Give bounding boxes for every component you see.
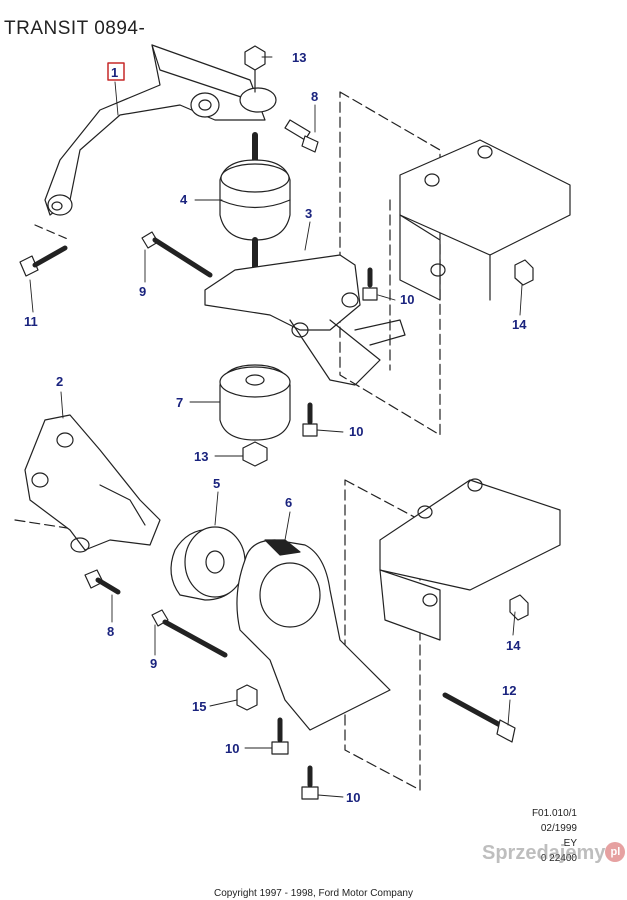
callout-1: 1 (111, 65, 118, 80)
engine-bracket-2 (24, 414, 161, 553)
callout-12: 12 (502, 683, 516, 698)
bushing-5 (170, 526, 246, 601)
callout-5: 5 (213, 476, 220, 491)
watermark-badge: pl (605, 842, 626, 862)
callout-13-upper: 13 (292, 50, 306, 65)
callout-9-lower: 9 (150, 656, 157, 671)
bolt-8-lower (84, 569, 121, 595)
clamp-bracket-6 (236, 539, 391, 731)
callout-10-a: 10 (400, 292, 414, 307)
bolt-9-lower (151, 609, 228, 658)
callout-10-d: 10 (346, 790, 360, 805)
callout-10-b: 10 (349, 424, 363, 439)
bolt-10-c (271, 717, 289, 755)
reference-number: 0 22400 (540, 853, 577, 864)
nut-13-upper (244, 45, 266, 93)
watermark-text: Sprzedajemy (482, 842, 606, 864)
bolt-11 (19, 245, 68, 277)
callout-8-lower: 8 (107, 624, 114, 639)
nut-15 (236, 684, 258, 711)
torque-arm (44, 44, 277, 216)
reference-suffix: EY (563, 838, 577, 849)
callout-8-upper: 8 (311, 89, 318, 104)
callout-4: 4 (180, 192, 188, 207)
chassis-outline-upper (339, 91, 441, 436)
crossmember-lower (379, 478, 561, 641)
bolt-12 (442, 692, 516, 743)
bolt-10-b (302, 402, 318, 437)
callout-9-upper: 9 (139, 284, 146, 299)
callout-6: 6 (285, 495, 292, 510)
callout-14-lower: 14 (506, 638, 521, 653)
mount-bracket-3 (204, 254, 406, 386)
bolt-9-upper (141, 231, 213, 278)
bolt-8-upper (284, 119, 319, 153)
crossmember-upper (399, 139, 571, 301)
copyright-notice: Copyright 1997 - 1998, Ford Motor Compan… (214, 888, 413, 899)
callout-1-highlight-box (107, 62, 125, 81)
reference-date: 02/1999 (540, 823, 577, 834)
callout-7: 7 (176, 395, 183, 410)
callout-11: 11 (24, 314, 38, 329)
rubber-mount-4 (219, 132, 291, 273)
bolt-10-a (362, 267, 378, 301)
callout-10-c: 10 (225, 741, 239, 756)
callout-14-upper: 14 (512, 317, 527, 332)
bolt-10-d (301, 765, 319, 800)
reference-code: F01.010/1 (531, 808, 577, 819)
callout-15: 15 (192, 699, 206, 714)
rubber-mount-7 (219, 364, 291, 441)
diagram-title: TRANSIT 0894- (4, 18, 146, 39)
nut-13-lower (242, 441, 268, 467)
callout-3: 3 (305, 206, 312, 221)
callout-2: 2 (56, 374, 63, 389)
callout-13-lower: 13 (194, 449, 208, 464)
